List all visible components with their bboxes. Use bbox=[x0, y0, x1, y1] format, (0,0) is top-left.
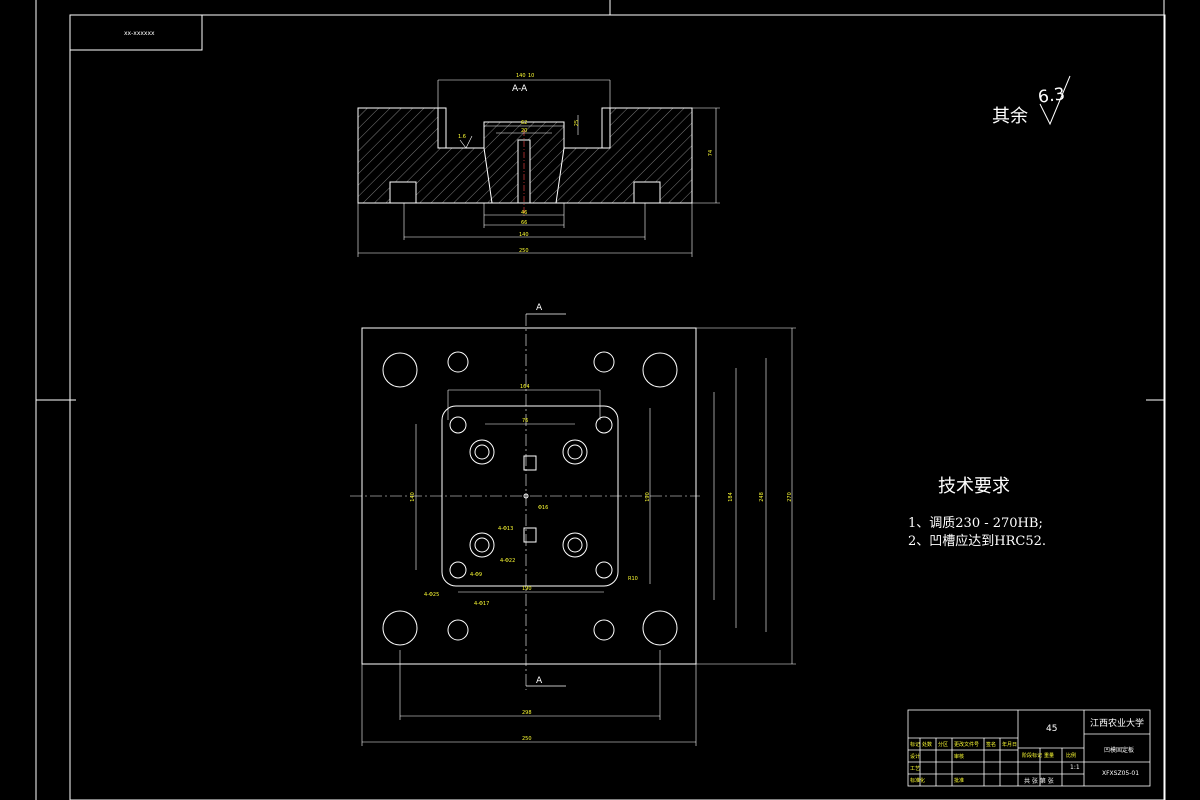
header-cell: 分区 bbox=[938, 742, 949, 748]
section-view bbox=[357, 79, 720, 257]
dim-section-overall: 250 bbox=[519, 248, 529, 254]
dim-section-bottom-mid: 66 bbox=[521, 220, 528, 226]
surface-value: 6.3 bbox=[1036, 84, 1067, 108]
top-left-label: xx-xxxxxx bbox=[124, 30, 155, 37]
material-label: 45 bbox=[1046, 724, 1058, 734]
plan-view bbox=[350, 313, 796, 746]
dim-section-slot: 20 bbox=[521, 128, 528, 134]
dim-plan-bottom-inner: 298 bbox=[522, 710, 532, 716]
dim-plan-right1: 190 bbox=[644, 492, 651, 502]
dim-section-height: 74 bbox=[708, 149, 715, 157]
school-name: 江西农业大学 bbox=[1090, 719, 1145, 729]
dim-section-angle: 1.6 bbox=[458, 134, 466, 140]
dim-plan-right3: 248 bbox=[758, 492, 765, 502]
stage-cell: 重量 bbox=[1044, 753, 1055, 759]
surface-roughness-symbol bbox=[1039, 75, 1071, 126]
surface-note: 其余 bbox=[992, 106, 1028, 127]
requirement-item: 2、凹槽应达到HRC52. bbox=[908, 534, 1047, 549]
dim-section-bottom-wide: 140 bbox=[519, 232, 529, 238]
dim-section-top-open: 140 bbox=[516, 73, 526, 79]
dim-section-hole: 25 bbox=[574, 119, 581, 127]
requirements-title: 技术要求 bbox=[938, 476, 1010, 497]
dim-plan-right4: 270 bbox=[786, 492, 793, 502]
stage-cell: 比例 bbox=[1066, 753, 1077, 759]
dim-plan-bottom-outer: 250 bbox=[522, 736, 532, 742]
scale-label: 1:1 bbox=[1070, 764, 1080, 771]
dim-section-inner: 62 bbox=[521, 120, 528, 126]
dim-center-hole: Φ16 bbox=[538, 505, 549, 511]
dim-hole-5: 4-Φ17 bbox=[474, 601, 490, 607]
section-marker-bottom: A bbox=[536, 676, 543, 686]
part-name: 凹模固定板 bbox=[1104, 747, 1135, 754]
dim-section-bottom-inner: 46 bbox=[521, 210, 528, 216]
dim-hole-2: 4-Φ22 bbox=[500, 558, 516, 564]
dim-hole-1: 4-Φ13 bbox=[498, 526, 514, 532]
dim-plan-mid: 190 bbox=[522, 586, 532, 592]
role-cell: 工艺 bbox=[910, 766, 921, 772]
dim-plan-left: 140 bbox=[409, 492, 416, 502]
header-cell: 签名 bbox=[986, 742, 997, 748]
section-label: A-A bbox=[512, 84, 528, 94]
dim-hole-3: 4-Φ9 bbox=[470, 572, 483, 578]
header-cell: 处数 bbox=[922, 742, 933, 748]
role-cell: 标准化 bbox=[910, 778, 926, 784]
title-block-grid bbox=[907, 709, 1151, 787]
requirement-item: 1、调质230 - 270HB; bbox=[908, 516, 1043, 531]
drawing-number: XFXSZ05-01 bbox=[1102, 770, 1140, 777]
dim-radius: R10 bbox=[628, 576, 638, 582]
header-cell: 标记 bbox=[910, 742, 921, 748]
dim-hole-4: 4-Φ25 bbox=[424, 592, 440, 598]
section-marker-top: A bbox=[536, 303, 543, 313]
role-cell: 审核 bbox=[954, 754, 965, 760]
dim-section-top-small: 10 bbox=[528, 73, 535, 79]
sheet-info: 共 张 第 张 bbox=[1024, 778, 1054, 785]
role-cell: 批准 bbox=[954, 778, 965, 784]
dim-plan-top: 164 bbox=[520, 384, 530, 390]
dim-plan-inner-top: 76 bbox=[522, 418, 529, 424]
dim-plan-right2: 184 bbox=[727, 492, 734, 502]
header-cell: 更改文件号 bbox=[954, 742, 980, 748]
drawing-frame bbox=[35, 0, 1166, 800]
stage-cell: 阶段标记 bbox=[1022, 753, 1043, 759]
role-cell: 设计 bbox=[910, 754, 921, 760]
header-cell: 年月日 bbox=[1002, 742, 1018, 748]
